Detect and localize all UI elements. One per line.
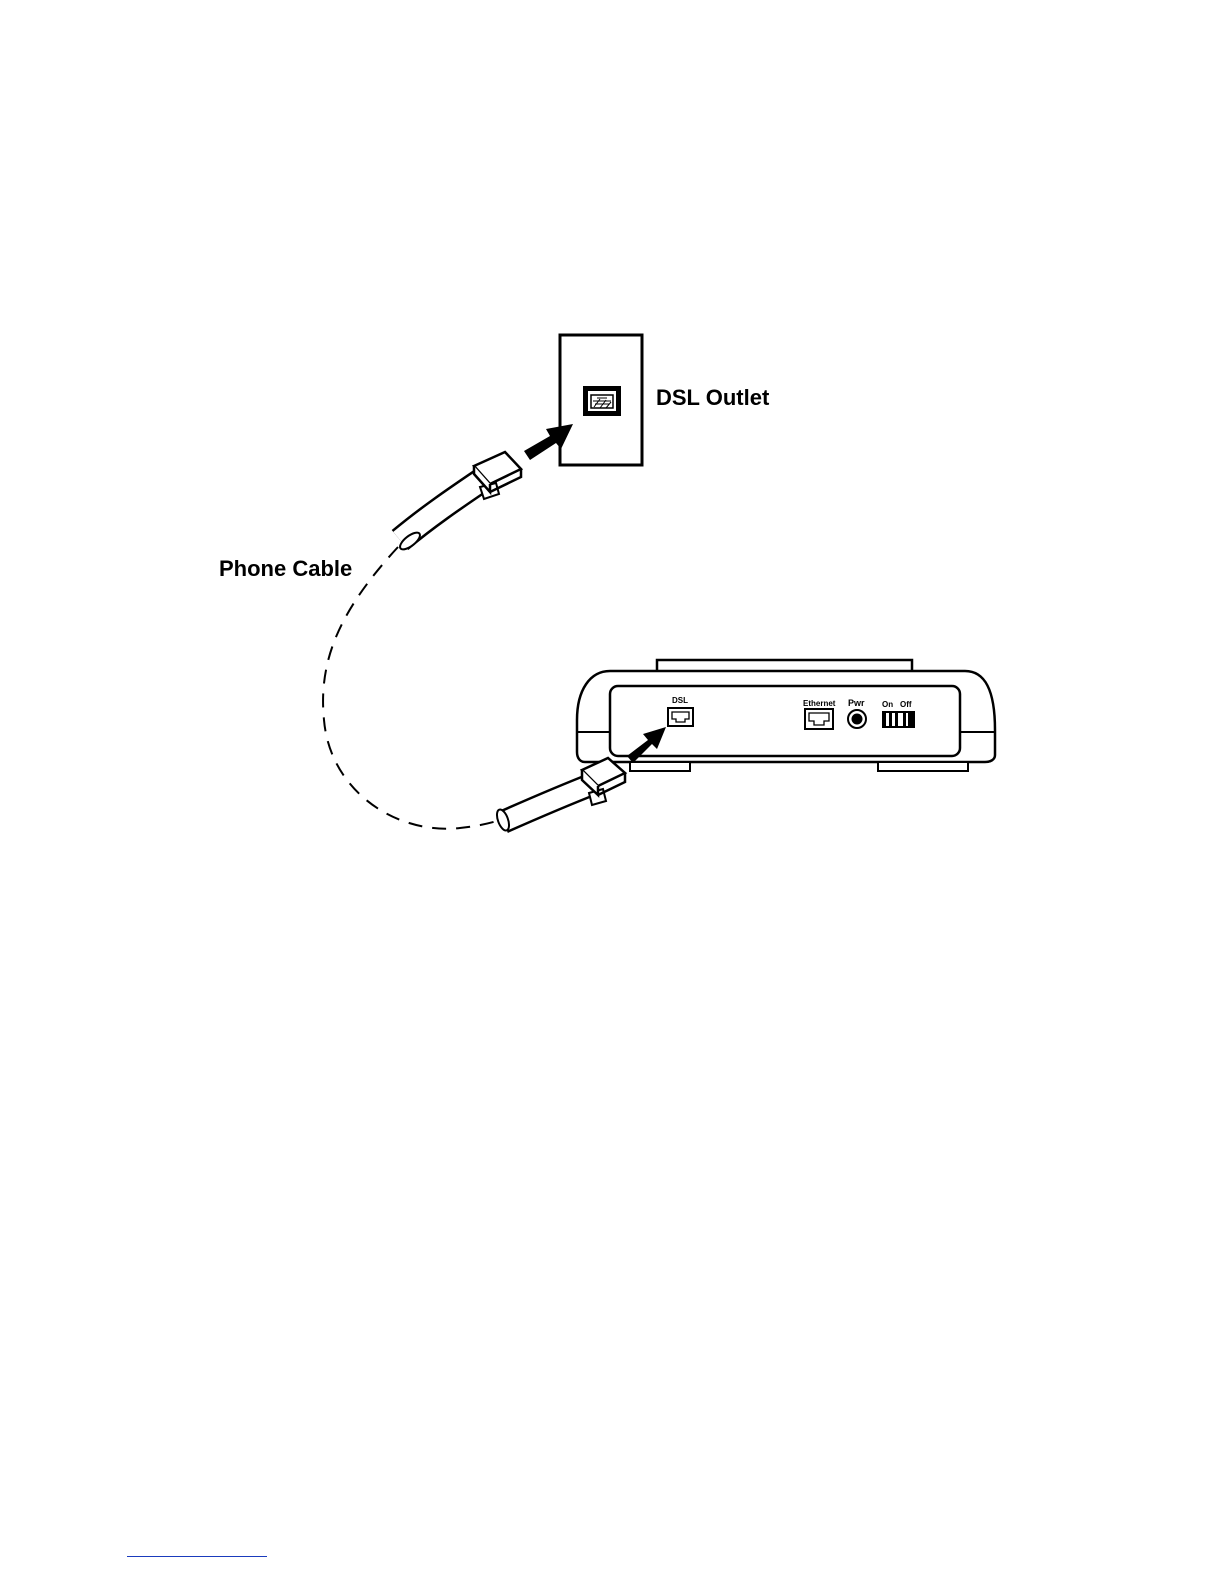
dsl-port-icon: [668, 708, 693, 726]
phone-cable-label: Phone Cable: [219, 556, 352, 581]
dsl-port-label: DSL: [672, 696, 688, 705]
lower-phone-plug: [495, 758, 625, 832]
upper-phone-plug: [397, 452, 521, 552]
power-jack-icon: [848, 710, 866, 728]
dsl-outlet-label: DSL Outlet: [656, 385, 770, 410]
wall-jack-icon: [583, 386, 621, 416]
power-switch-icon: [882, 711, 915, 728]
switch-on-label: On: [882, 700, 893, 709]
switch-off-label: Off: [900, 700, 912, 709]
phone-cable-dashed-path: [323, 547, 500, 829]
power-port-label: Pwr: [848, 698, 865, 708]
dsl-outlet-plate: [560, 335, 642, 465]
ethernet-port-icon: [805, 709, 833, 729]
footnote-rule: [127, 1556, 267, 1557]
ethernet-port-label: Ethernet: [803, 699, 836, 708]
